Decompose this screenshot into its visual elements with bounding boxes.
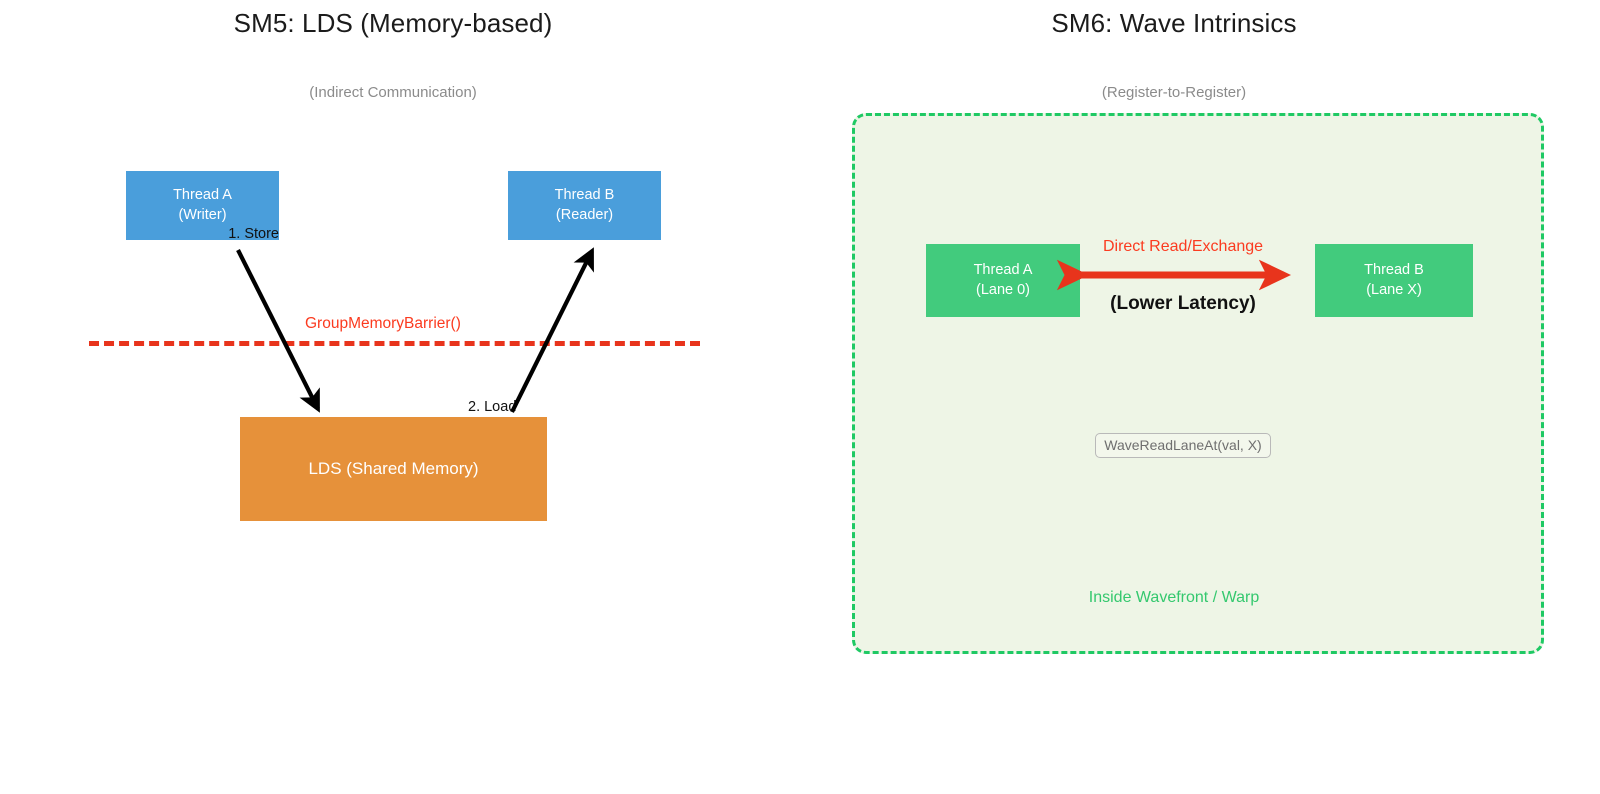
thread-a-writer-line2: (Writer)	[178, 206, 227, 223]
thread-b-lanex-line1: Thread B	[1364, 261, 1424, 278]
wavefront-container	[852, 113, 1544, 654]
thread-b-reader-line1: Thread B	[554, 186, 615, 203]
direct-read-exchange-label: Direct Read/Exchange	[1102, 238, 1264, 255]
thread-a-lane0-box[interactable]: Thread A (Lane 0)	[926, 244, 1080, 317]
thread-a-lane0-line1: Thread A	[973, 261, 1033, 278]
load-step-label: 2. Load	[468, 399, 517, 415]
load-arrow	[510, 247, 594, 413]
wave-read-lane-at-code-badge: WaveReadLaneAt(val, X)	[1095, 433, 1271, 458]
thread-b-reader-box[interactable]: Thread B (Reader)	[508, 171, 661, 240]
left-panel-subtitle: (Indirect Communication)	[309, 84, 477, 101]
right-panel-subtitle: (Register-to-Register)	[1101, 84, 1247, 101]
thread-b-lanex-line2: (Lane X)	[1366, 281, 1422, 298]
lower-latency-label: (Lower Latency)	[1110, 293, 1256, 314]
left-panel-title: SM5: LDS (Memory-based)	[233, 8, 553, 38]
group-memory-barrier-label: GroupMemoryBarrier()	[305, 315, 461, 332]
thread-a-writer-box[interactable]: Thread A (Writer)	[126, 171, 279, 240]
right-panel-title: SM6: Wave Intrinsics	[1051, 8, 1297, 38]
thread-a-lane0-line2: (Lane 0)	[975, 281, 1030, 298]
lds-shared-memory-label: LDS (Shared Memory)	[308, 458, 479, 478]
wave-intrinsic-code-wrapper: WaveReadLaneAt(val, X)	[1064, 433, 1302, 458]
inside-wavefront-warp-label: Inside Wavefront / Warp	[1088, 589, 1260, 606]
lds-shared-memory-box[interactable]: LDS (Shared Memory)	[240, 417, 547, 521]
store-step-label: 1. Store	[228, 226, 279, 242]
thread-a-writer-line1: Thread A	[173, 186, 232, 203]
thread-b-reader-line2: (Reader)	[555, 206, 614, 223]
thread-b-lanex-box[interactable]: Thread B (Lane X)	[1315, 244, 1473, 317]
memory-barrier-line	[89, 341, 700, 346]
